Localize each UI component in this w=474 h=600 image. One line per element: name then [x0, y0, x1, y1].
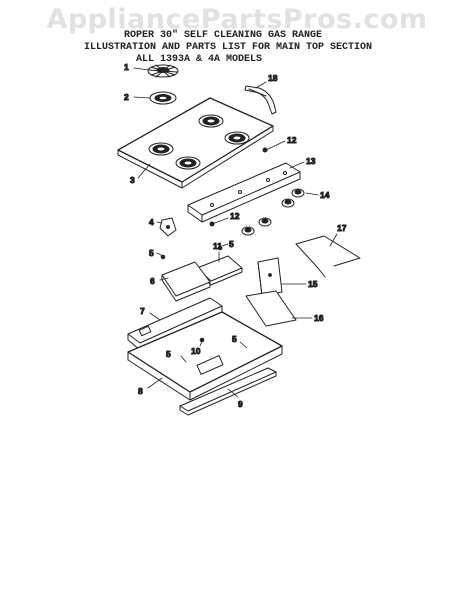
callout-5d: 5 [232, 334, 237, 344]
callout-9: 9 [238, 399, 243, 409]
diagram-header: ROPER 30" SELF CLEANING GAS RANGE ILLUST… [84, 30, 384, 66]
callout-16: 16 [314, 313, 324, 323]
callout-12b: 12 [230, 211, 240, 221]
callout-8: 8 [138, 386, 143, 396]
callout-18: 18 [268, 73, 278, 83]
header-line-1: ROPER 30" SELF CLEANING GAS RANGE [124, 30, 323, 41]
watermark: AppliancePartsPros.com [46, 4, 428, 35]
callout-4: 4 [149, 217, 154, 227]
callout-11: 11 [213, 241, 222, 251]
part-16-rear-plate [245, 290, 297, 327]
callout-7: 7 [140, 306, 145, 316]
header-line-3: ALL 1393A & 4A MODELS [136, 54, 263, 65]
part-18-trim-strip [244, 85, 277, 115]
callout-6: 6 [150, 276, 155, 286]
part-8-base-pan [127, 311, 283, 401]
callout-5a: 5 [149, 248, 154, 258]
callout-13: 13 [306, 156, 316, 166]
part-17-wire-rod [295, 235, 361, 278]
part-1-burner-grate [147, 64, 179, 78]
leader-lines [133, 67, 338, 398]
callout-14: 14 [320, 190, 330, 200]
part-13-control-bracket [187, 162, 301, 223]
callout-10: 10 [191, 346, 201, 356]
part-6-heat-shield [161, 261, 211, 302]
callout-labels: 1 2 3 4 5 5 5 5 6 7 8 9 10 11 12 12 13 1… [124, 62, 348, 410]
callout-17: 17 [337, 223, 347, 233]
callout-5c: 5 [166, 349, 171, 359]
part-15-side-panel [257, 257, 283, 297]
callout-12a: 12 [287, 135, 297, 145]
callout-5b: 5 [229, 239, 234, 249]
callout-2: 2 [124, 92, 129, 102]
header-line-2: ILLUSTRATION AND PARTS LIST FOR MAIN TOP… [84, 42, 373, 53]
part-2-burner-ring [149, 91, 177, 105]
part-3-cooktop [117, 97, 274, 189]
callout-1: 1 [124, 62, 129, 72]
part-4-bracket [159, 217, 177, 237]
callout-3: 3 [130, 175, 135, 185]
callout-15: 15 [308, 279, 318, 289]
part-14-control-knobs [241, 188, 305, 236]
